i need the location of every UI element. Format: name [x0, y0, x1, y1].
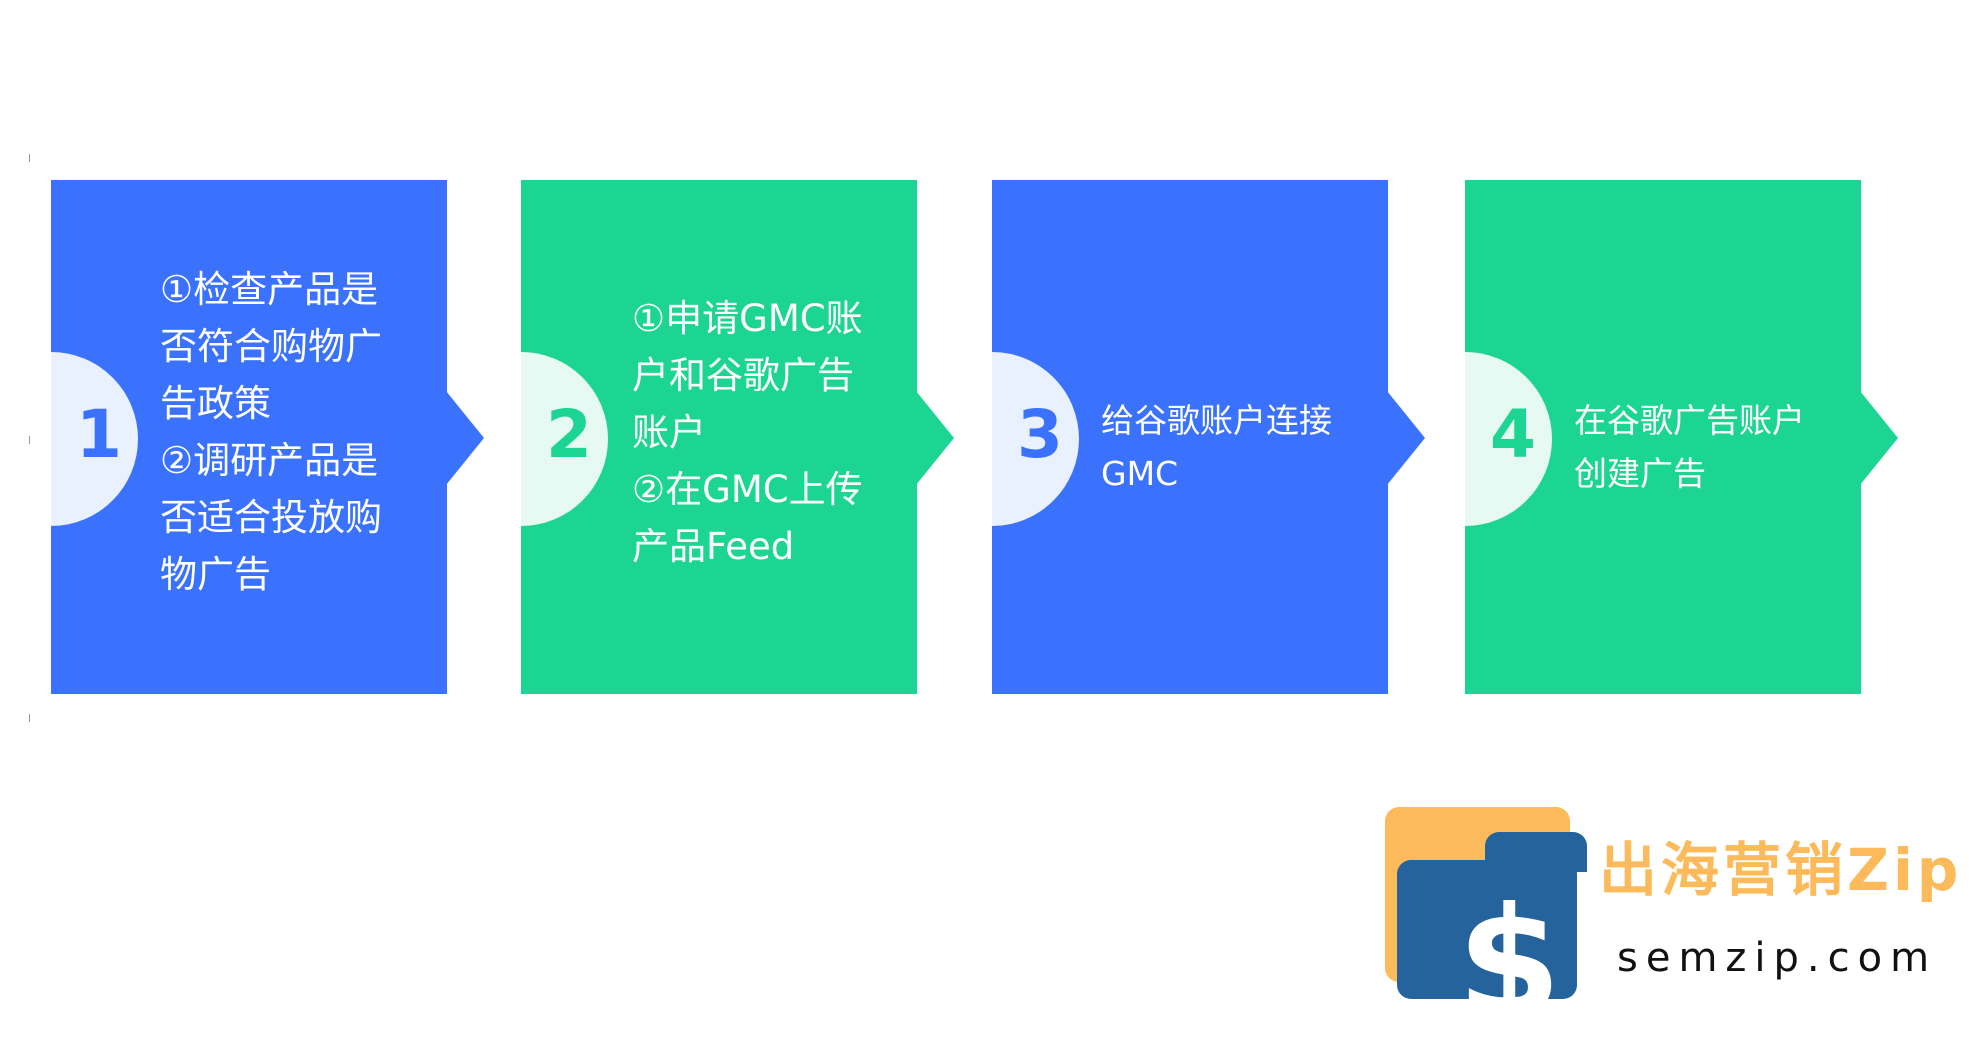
step-description: ①申请GMC账 户和谷歌广告 账户 ②在GMC上传 产品Feed	[632, 297, 863, 568]
step-2-card: 2 ①申请GMC账 户和谷歌广告 账户 ②在GMC上传 产品Feed	[521, 180, 954, 694]
chevron-right-icon	[446, 391, 484, 485]
edge-tick-mark	[29, 154, 30, 162]
step-3-card: 3 给谷歌账户连接 GMC	[992, 180, 1425, 694]
step-number: 3	[1017, 396, 1063, 473]
step-number: 2	[546, 396, 592, 473]
chevron-right-icon	[916, 391, 954, 485]
step-1-box: 1 ①检查产品是 否符合购物广 告政策 ②调研产品是 否适合投放购 物广告	[51, 180, 447, 694]
brand-logo: $ 出海营销Zip semzip.com	[1385, 805, 1965, 1038]
step-1-card: 1 ①检查产品是 否符合购物广 告政策 ②调研产品是 否适合投放购 物广告	[51, 180, 484, 694]
step-3-box: 3 给谷歌账户连接 GMC	[992, 180, 1388, 694]
brand-name: 出海营销Zip	[1599, 836, 1963, 904]
step-description: 给谷歌账户连接 GMC	[1101, 401, 1332, 493]
folder-front-icon: $	[1397, 832, 1587, 1038]
chevron-right-icon	[1860, 391, 1898, 485]
step-4-box: 4 在谷歌广告账户 创建广告	[1465, 180, 1861, 694]
brand-website: semzip.com	[1617, 935, 1938, 981]
step-description: 在谷歌广告账户 创建广告	[1574, 401, 1805, 493]
edge-tick-mark	[29, 714, 30, 722]
step-description: ①检查产品是 否符合购物广 告政策 ②调研产品是 否适合投放购 物广告	[160, 268, 382, 596]
chevron-right-icon	[1387, 391, 1425, 485]
dollar-sign-icon: $	[1457, 876, 1562, 1050]
edge-tick-mark	[29, 436, 30, 444]
step-4-card: 4 在谷歌广告账户 创建广告	[1465, 180, 1898, 694]
step-2-box: 2 ①申请GMC账 户和谷歌广告 账户 ②在GMC上传 产品Feed	[521, 180, 917, 694]
step-number: 4	[1490, 396, 1536, 473]
step-number: 1	[76, 396, 122, 473]
